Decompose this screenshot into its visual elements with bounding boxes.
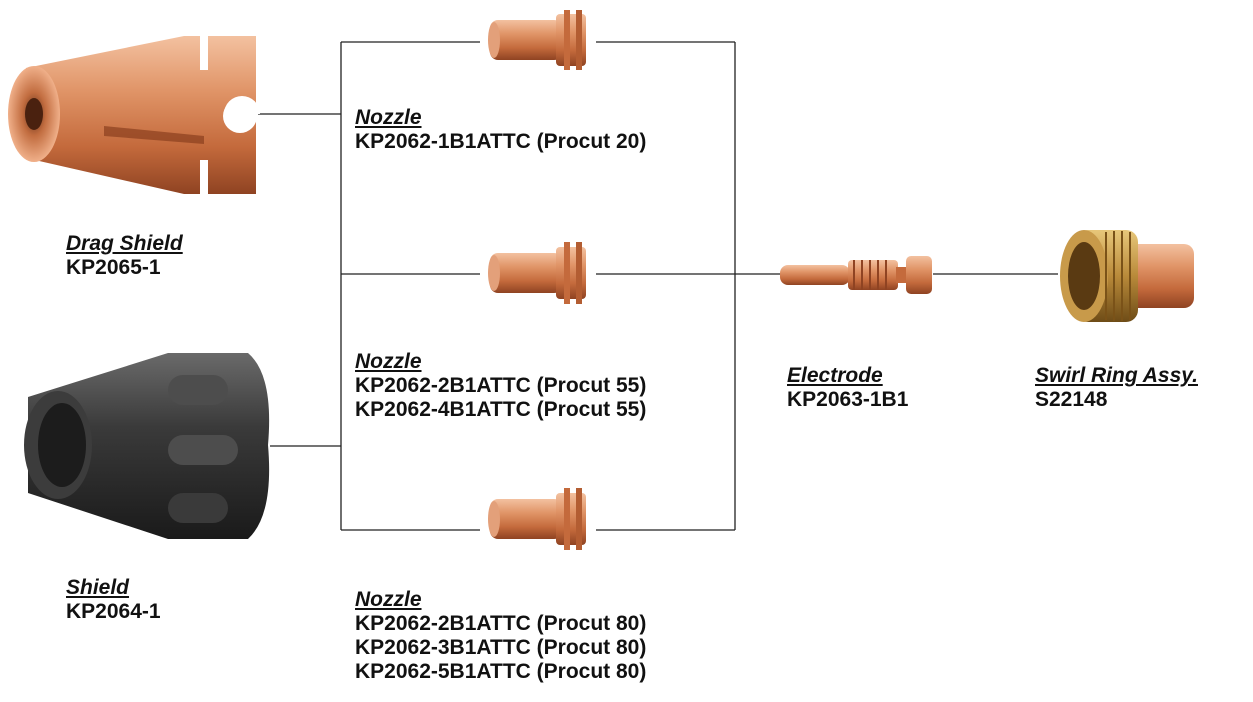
nozzle-bottom-title: Nozzle bbox=[355, 588, 646, 612]
shield-title: Shield bbox=[66, 576, 161, 600]
nozzle-bottom-image bbox=[480, 488, 596, 550]
drag-shield-label: Drag Shield KP2065-1 bbox=[66, 232, 183, 280]
drag-shield-code: KP2065-1 bbox=[66, 256, 183, 280]
nozzle-mid-image bbox=[480, 242, 596, 304]
electrode-label: Electrode KP2063-1B1 bbox=[787, 364, 908, 412]
nozzle-mid-label: Nozzle KP2062-2B1ATTC (Procut 55) KP2062… bbox=[355, 350, 646, 422]
nozzle-bottom-line-3: KP2062-5B1ATTC (Procut 80) bbox=[355, 660, 646, 684]
swirl-ring-label: Swirl Ring Assy. S22148 bbox=[1035, 364, 1198, 412]
electrode-code: KP2063-1B1 bbox=[787, 388, 908, 412]
swirl-ring-code: S22148 bbox=[1035, 388, 1198, 412]
nozzle-bottom-label: Nozzle KP2062-2B1ATTC (Procut 80) KP2062… bbox=[355, 588, 646, 684]
electrode-title: Electrode bbox=[787, 364, 908, 388]
nozzle-mid-line-2: KP2062-4B1ATTC (Procut 55) bbox=[355, 398, 646, 422]
shield-code: KP2064-1 bbox=[66, 600, 161, 624]
nozzle-mid-title: Nozzle bbox=[355, 350, 646, 374]
nozzle-top-image bbox=[480, 10, 596, 70]
drag-shield-title: Drag Shield bbox=[66, 232, 183, 256]
nozzle-top-line-1: KP2062-1B1ATTC (Procut 20) bbox=[355, 130, 646, 154]
nozzle-bottom-line-2: KP2062-3B1ATTC (Procut 80) bbox=[355, 636, 646, 660]
electrode-image bbox=[778, 252, 934, 298]
shield-label: Shield KP2064-1 bbox=[66, 576, 161, 624]
nozzle-mid-line-1: KP2062-2B1ATTC (Procut 55) bbox=[355, 374, 646, 398]
drag-shield-image bbox=[4, 30, 260, 200]
nozzle-bottom-line-1: KP2062-2B1ATTC (Procut 80) bbox=[355, 612, 646, 636]
nozzle-top-label: Nozzle KP2062-1B1ATTC (Procut 20) bbox=[355, 106, 646, 154]
swirl-ring-image bbox=[1056, 226, 1196, 326]
shield-image bbox=[18, 345, 274, 545]
nozzle-top-title: Nozzle bbox=[355, 106, 646, 130]
swirl-ring-title: Swirl Ring Assy. bbox=[1035, 364, 1198, 388]
